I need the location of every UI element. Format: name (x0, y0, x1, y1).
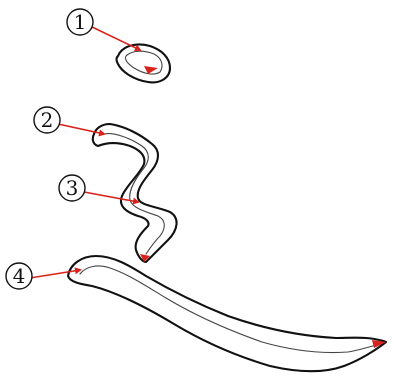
callout-4-label: 4 (13, 264, 26, 288)
callout-1-label: 1 (74, 10, 87, 34)
fragment-1 (115, 43, 172, 84)
callout-2-label: 2 (41, 108, 54, 132)
tip-marker-1 (144, 66, 158, 74)
callout-4: 4 (5, 262, 33, 290)
tip-marker-4 (372, 340, 386, 348)
tip-markers (140, 66, 386, 348)
leader-line-1 (89, 25, 142, 51)
tip-marker-3 (140, 254, 150, 262)
callout-2: 2 (33, 106, 61, 134)
callout-3: 3 (58, 174, 86, 202)
leader-line-2 (57, 123, 106, 137)
callout-1: 1 (66, 8, 94, 36)
callout-3-label: 3 (66, 176, 79, 200)
leader-line-3 (83, 191, 140, 205)
fragment-4 (66, 254, 388, 373)
leader-lines (29, 25, 142, 279)
leader-line-4 (29, 267, 82, 279)
fragment-2-3 (91, 122, 178, 264)
